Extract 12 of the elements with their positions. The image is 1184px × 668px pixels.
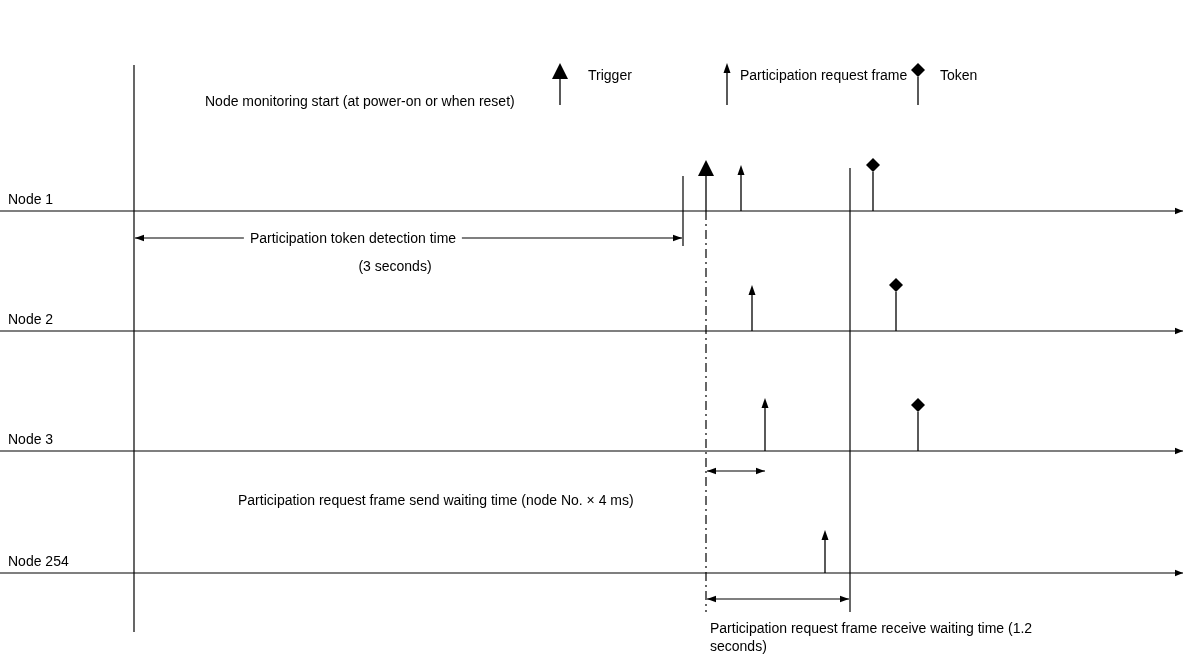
- legend-label: Token: [940, 66, 978, 84]
- timeline-label: Node 1: [8, 190, 54, 208]
- timeline-label: Node 254: [8, 552, 69, 570]
- timeline-label: Node 3: [8, 430, 54, 448]
- dimension-label: Participation token detection time: [243, 229, 463, 247]
- annotation-text: Node monitoring start (at power-on or when reset): [205, 92, 515, 110]
- legend-label: Trigger: [588, 66, 632, 84]
- legend-label: Participation request frame: [740, 66, 908, 84]
- dimension-label: Participation request frame send waiting time (node No. × 4 ms): [238, 491, 634, 509]
- timeline-label: Node 2: [8, 310, 54, 328]
- dimension-label: Participation request frame receive waiting time (1.2 seconds): [710, 619, 1034, 655]
- dimension-label: (3 seconds): [358, 257, 432, 275]
